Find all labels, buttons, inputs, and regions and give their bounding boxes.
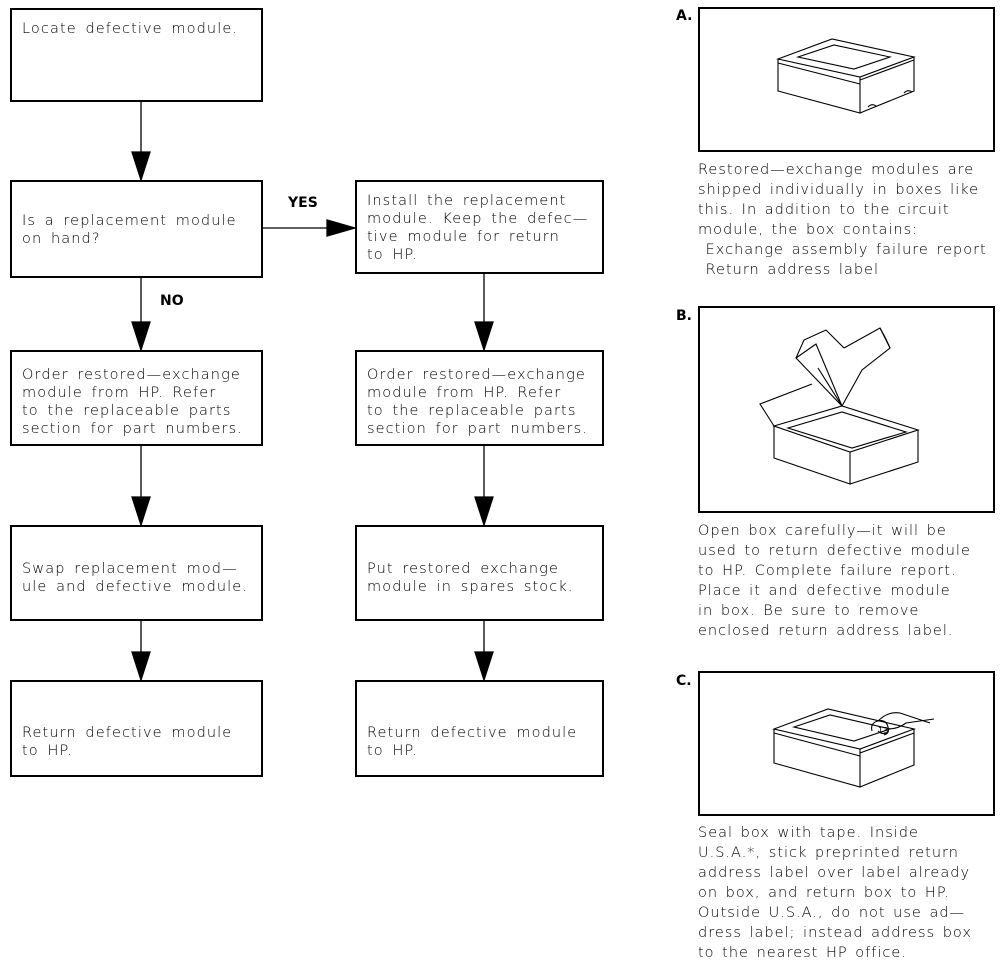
order-left-line-1: Order restored—exchange [22,367,241,383]
spares-line-1: Put restored exchange [367,561,559,577]
open-box-icon [759,327,920,485]
closed-box-icon [776,38,916,114]
panel-a-illustration [698,7,995,152]
panel-b-illustration [698,306,995,513]
order-left-line-3: to the replaceable parts [22,403,232,419]
panel-a-caption-2: shipped individually in boxes like [698,182,980,198]
return-left-box: Return defective module to HP. [10,680,263,777]
install-line-2: module. Keep the defec— [367,211,589,227]
panel-c-caption-6: dress label; instead address box [698,925,972,941]
install-step-box: Install the replacement module. Keep the… [355,180,604,274]
swap-line-1: Swap replacement mod— [22,561,238,577]
install-line-1: Install the replacement [367,193,567,209]
panel-c-caption-3: address label over label already [698,865,971,881]
panel-b-label: B. [676,308,692,324]
decision-line-1: Is a replacement module [22,213,237,229]
panel-b-caption-3: to HP. Complete failure report. [698,563,957,579]
locate-step-text: Locate defective module. [22,21,239,37]
yes-label: YES [288,195,318,211]
no-label: NO [160,293,184,309]
panel-c-caption-7: to the nearest HP office. [698,945,907,961]
order-left-line-2: module from HP. Refer [22,385,217,401]
decision-line-2: on hand? [22,231,101,247]
order-left-box: Order restored—exchange module from HP. … [10,350,263,446]
panel-a-caption-3: this. In addition to the circuit [698,202,950,218]
swap-step-box: Swap replacement mod— ule and defective … [10,525,263,621]
order-right-line-3: to the replaceable parts [367,403,577,419]
install-line-3: tive module for return [367,229,560,245]
panel-a-label: A. [676,8,693,24]
order-right-line-4: section for part numbers. [367,421,588,437]
panel-c-caption-4: on box, and return box to HP. [698,885,950,901]
order-right-line-2: module from HP. Refer [367,385,562,401]
order-left-line-4: section for part numbers. [22,421,243,437]
install-line-4: to HP. [367,247,418,263]
spares-line-2: module in spares stock. [367,579,574,595]
swap-line-2: ule and defective module. [22,579,249,595]
panel-c-caption-5: Outside U.S.A., do not use ad— [698,905,966,921]
panel-b-caption-6: enclosed return address label. [698,623,954,639]
decision-box: Is a replacement module on hand? [10,180,263,278]
panel-c-caption-2: U.S.A.*, stick preprinted return [698,845,959,861]
panel-b-caption-1: Open box carefully—it will be [698,523,947,539]
return-left-line-1: Return defective module [22,725,233,741]
panel-b-caption-5: in box. Be sure to remove [698,603,920,619]
panel-a-caption-4: module, the box contains: [698,222,919,238]
return-left-line-2: to HP. [22,743,73,759]
hand-taping-box-icon: 13 [772,708,935,788]
panel-a-caption-1: Restored—exchange modules are [698,162,975,178]
return-right-box: Return defective module to HP. [355,680,604,777]
panel-b-caption-4: Place it and defective module [698,583,951,599]
order-right-box: Order restored—exchange module from HP. … [355,350,604,446]
panel-c-illustration: 13 [698,671,995,816]
panel-b-caption-2: used to return defective module [698,543,971,559]
panel-a-caption-5: Exchange assembly failure report [698,242,987,258]
locate-step-box: Locate defective module. [10,8,263,102]
panel-a-caption-6: Return address label [698,262,879,278]
return-right-line-2: to HP. [367,743,418,759]
order-right-line-1: Order restored—exchange [367,367,586,383]
panel-c-label: C. [676,673,692,689]
svg-text:13: 13 [878,726,888,735]
panel-c-caption-1: Seal box with tape. Inside [698,825,919,841]
spares-step-box: Put restored exchange module in spares s… [355,525,604,621]
return-right-line-1: Return defective module [367,725,578,741]
